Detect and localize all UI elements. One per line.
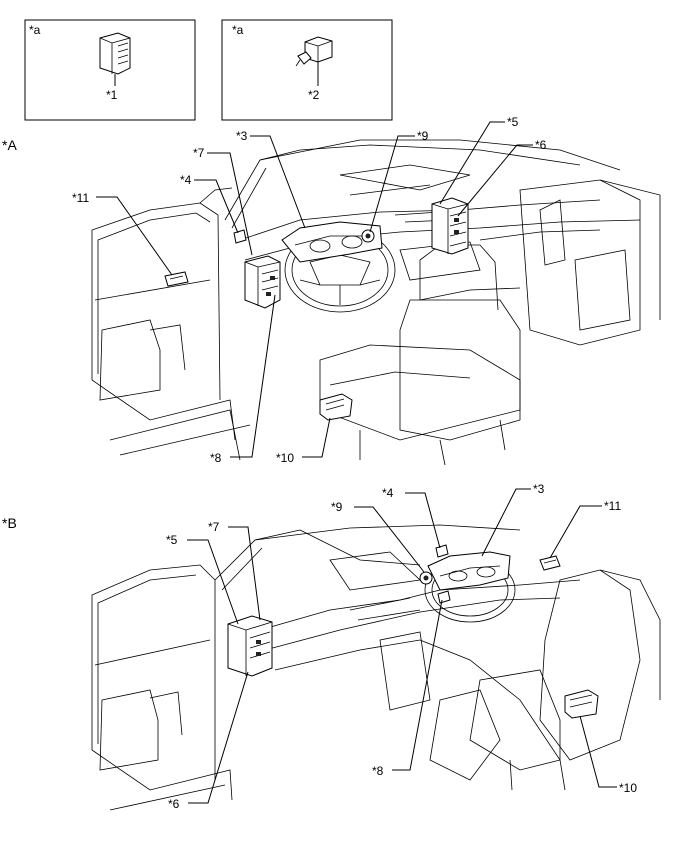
view-a-parts xyxy=(164,197,469,421)
view-b-leaders xyxy=(187,488,617,804)
part-a4 xyxy=(233,229,247,244)
view-a-label-10: *10 xyxy=(276,451,294,465)
part-a3-meter xyxy=(281,221,383,263)
view-b-label-5: *5 xyxy=(166,533,178,547)
view-a-label-8: *8 xyxy=(210,451,222,465)
view-a-label-9: *9 xyxy=(417,129,429,143)
part-b8 xyxy=(437,590,451,604)
view-b-label-9: *9 xyxy=(331,500,343,514)
view-b-label-6: *6 xyxy=(168,797,180,811)
view-b-label-10: *10 xyxy=(619,781,637,795)
box-a2-tag: *a xyxy=(232,23,244,37)
view-a-leaders xyxy=(96,121,533,458)
view-b-label-3: *3 xyxy=(533,482,545,496)
box-a1: *a *1 xyxy=(24,19,196,121)
view-a-label-6: *6 xyxy=(535,138,547,152)
box-a1-tag: *a xyxy=(29,23,41,37)
ecu-module-1-icon xyxy=(99,32,131,75)
part-b4 xyxy=(435,544,449,558)
view-b-title: *B xyxy=(2,515,17,531)
label-2: *2 xyxy=(308,88,320,102)
view-a-interior-drawing xyxy=(91,139,661,466)
view-a-label-3: *3 xyxy=(236,129,248,143)
view-a-title: *A xyxy=(2,137,17,153)
part-b11 xyxy=(539,555,561,571)
view-b-label-7: *7 xyxy=(208,520,220,534)
part-b5-b6-block xyxy=(227,615,273,677)
view-a-label-4: *4 xyxy=(180,173,192,187)
view-b-label-11: *11 xyxy=(604,499,621,513)
view-a-label-7: *7 xyxy=(193,146,205,160)
view-a-label-11: *11 xyxy=(72,191,89,205)
view-a-label-5: *5 xyxy=(507,115,519,129)
part-a11 xyxy=(164,271,189,287)
part-b3-meter xyxy=(427,551,511,591)
box-a2: *a *2 xyxy=(221,19,393,121)
view-b-label-8: *8 xyxy=(372,764,384,778)
label-1: *1 xyxy=(106,88,118,102)
ecu-module-2-icon xyxy=(295,36,333,67)
view-b-parts xyxy=(227,544,599,719)
view-b-label-4: *4 xyxy=(382,486,394,500)
view-b-interior-drawing xyxy=(91,524,661,811)
